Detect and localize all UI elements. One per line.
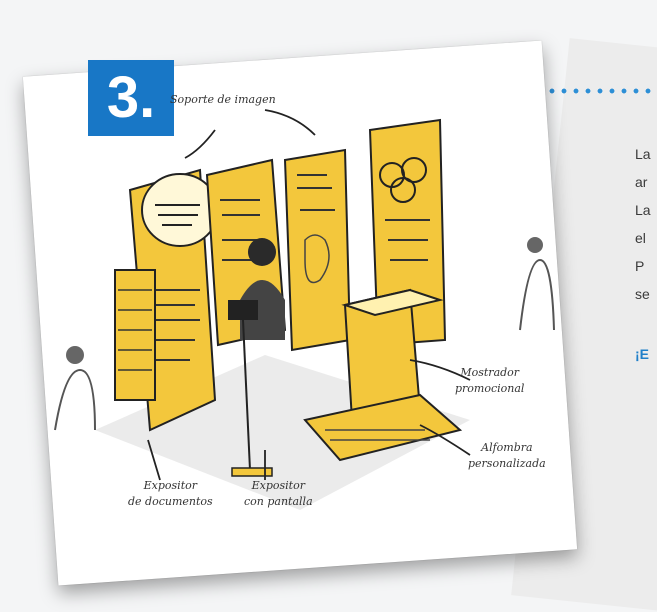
label-mostrador: Mostrador promocional xyxy=(455,365,524,397)
label-soporte-imagen: Soporte de imagen xyxy=(170,92,276,108)
label-expositor-pantalla: Expositor con pantalla xyxy=(244,478,313,510)
step-badge: 3. xyxy=(88,60,174,136)
label-alfombra: Alfombra personalizada xyxy=(468,440,546,472)
person-left-sketch xyxy=(55,370,95,430)
person-right-sketch xyxy=(520,260,554,330)
banner-center xyxy=(285,150,350,350)
screen xyxy=(228,300,258,320)
person-head xyxy=(248,238,276,266)
label-expositor-documentos: Expositor de documentos xyxy=(128,478,213,510)
circle-emblem xyxy=(142,174,218,246)
